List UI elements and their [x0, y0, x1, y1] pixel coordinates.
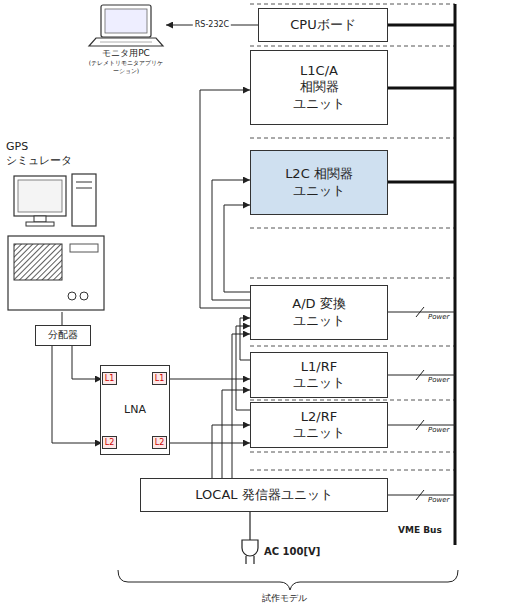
model-label: 試作モデル: [262, 594, 307, 604]
correlator-unit-box: L2C 相関器 ユニット: [250, 150, 388, 215]
node-text: 分配器: [48, 329, 78, 342]
vme-bus-line: [454, 4, 457, 545]
node-text: CPUボード: [290, 17, 355, 33]
port-tag: L2: [102, 436, 117, 449]
signal-connector: [212, 180, 250, 300]
lna-box: LNA L1 L1L2 L2: [100, 365, 170, 455]
signal-connector: [236, 326, 250, 410]
power-label: Power: [428, 427, 449, 435]
signal-connector: [200, 90, 250, 308]
node-text: A/D 変換 ユニット: [283, 296, 355, 329]
node-text: L2C 相関器 ユニット: [277, 166, 361, 199]
rf-unit-box: L1/RF ユニット: [250, 352, 388, 398]
node-text: L1C/A 相関器 ユニット: [289, 63, 349, 112]
monitor-pc: モニタ用PC(テレメトリモニタアプリケーション): [86, 2, 166, 74]
bus-label: VME Bus: [398, 526, 442, 536]
slot-divider: [250, 4, 455, 470]
node-text: GPS シミュレータ: [6, 140, 76, 168]
port-tag: L1: [102, 372, 117, 385]
edge-label: RS-232C: [193, 21, 231, 30]
power-line: [388, 307, 455, 500]
signal-connector: [52, 346, 102, 443]
power-supply-label: AC 100[V]: [264, 546, 320, 557]
ac-plug: [242, 512, 258, 564]
cpu-board-box: CPUボード: [258, 8, 388, 42]
signal-connector: [240, 318, 250, 360]
model-brace: [118, 570, 458, 590]
node-text: L2/RF ユニット: [288, 409, 350, 442]
node-text: L2: [105, 438, 115, 448]
power-label: Power: [428, 314, 449, 322]
bus-stub: [388, 25, 455, 182]
power-label: Power: [428, 377, 449, 385]
rf-unit-box: L2/RF ユニット: [250, 402, 388, 448]
node-text: LNA: [124, 403, 146, 417]
port-tag: L2: [152, 436, 167, 449]
signal-connector: [167, 443, 250, 444]
signal-connector: [167, 379, 250, 380]
gps-simulator: GPS シミュレータ: [6, 140, 106, 312]
splitter-box: 分配器: [35, 325, 91, 346]
node-text: L1: [155, 374, 165, 384]
power-label: Power: [428, 497, 449, 505]
node-text: L1: [105, 374, 115, 384]
port-tag: L1: [152, 372, 167, 385]
node-text: LOCAL 発信器ユニット: [195, 487, 332, 503]
node-text: L2: [155, 438, 165, 448]
signal-connector: [72, 346, 102, 379]
signal-connector: [232, 334, 250, 478]
signal-connector: [212, 425, 250, 478]
signal-connector: [224, 205, 250, 292]
node-text: モニタ用PC: [102, 48, 150, 59]
signal-connector: [62, 312, 63, 325]
local-oscillator-box: LOCAL 発信器ユニット: [140, 478, 388, 512]
ad-converter-box: A/D 変換 ユニット: [250, 285, 388, 340]
node-text: (テレメトリモニタアプリケーション): [86, 59, 166, 74]
correlator-unit-box: L1C/A 相関器 ユニット: [250, 50, 388, 125]
node-text: L1/RF ユニット: [288, 359, 350, 392]
